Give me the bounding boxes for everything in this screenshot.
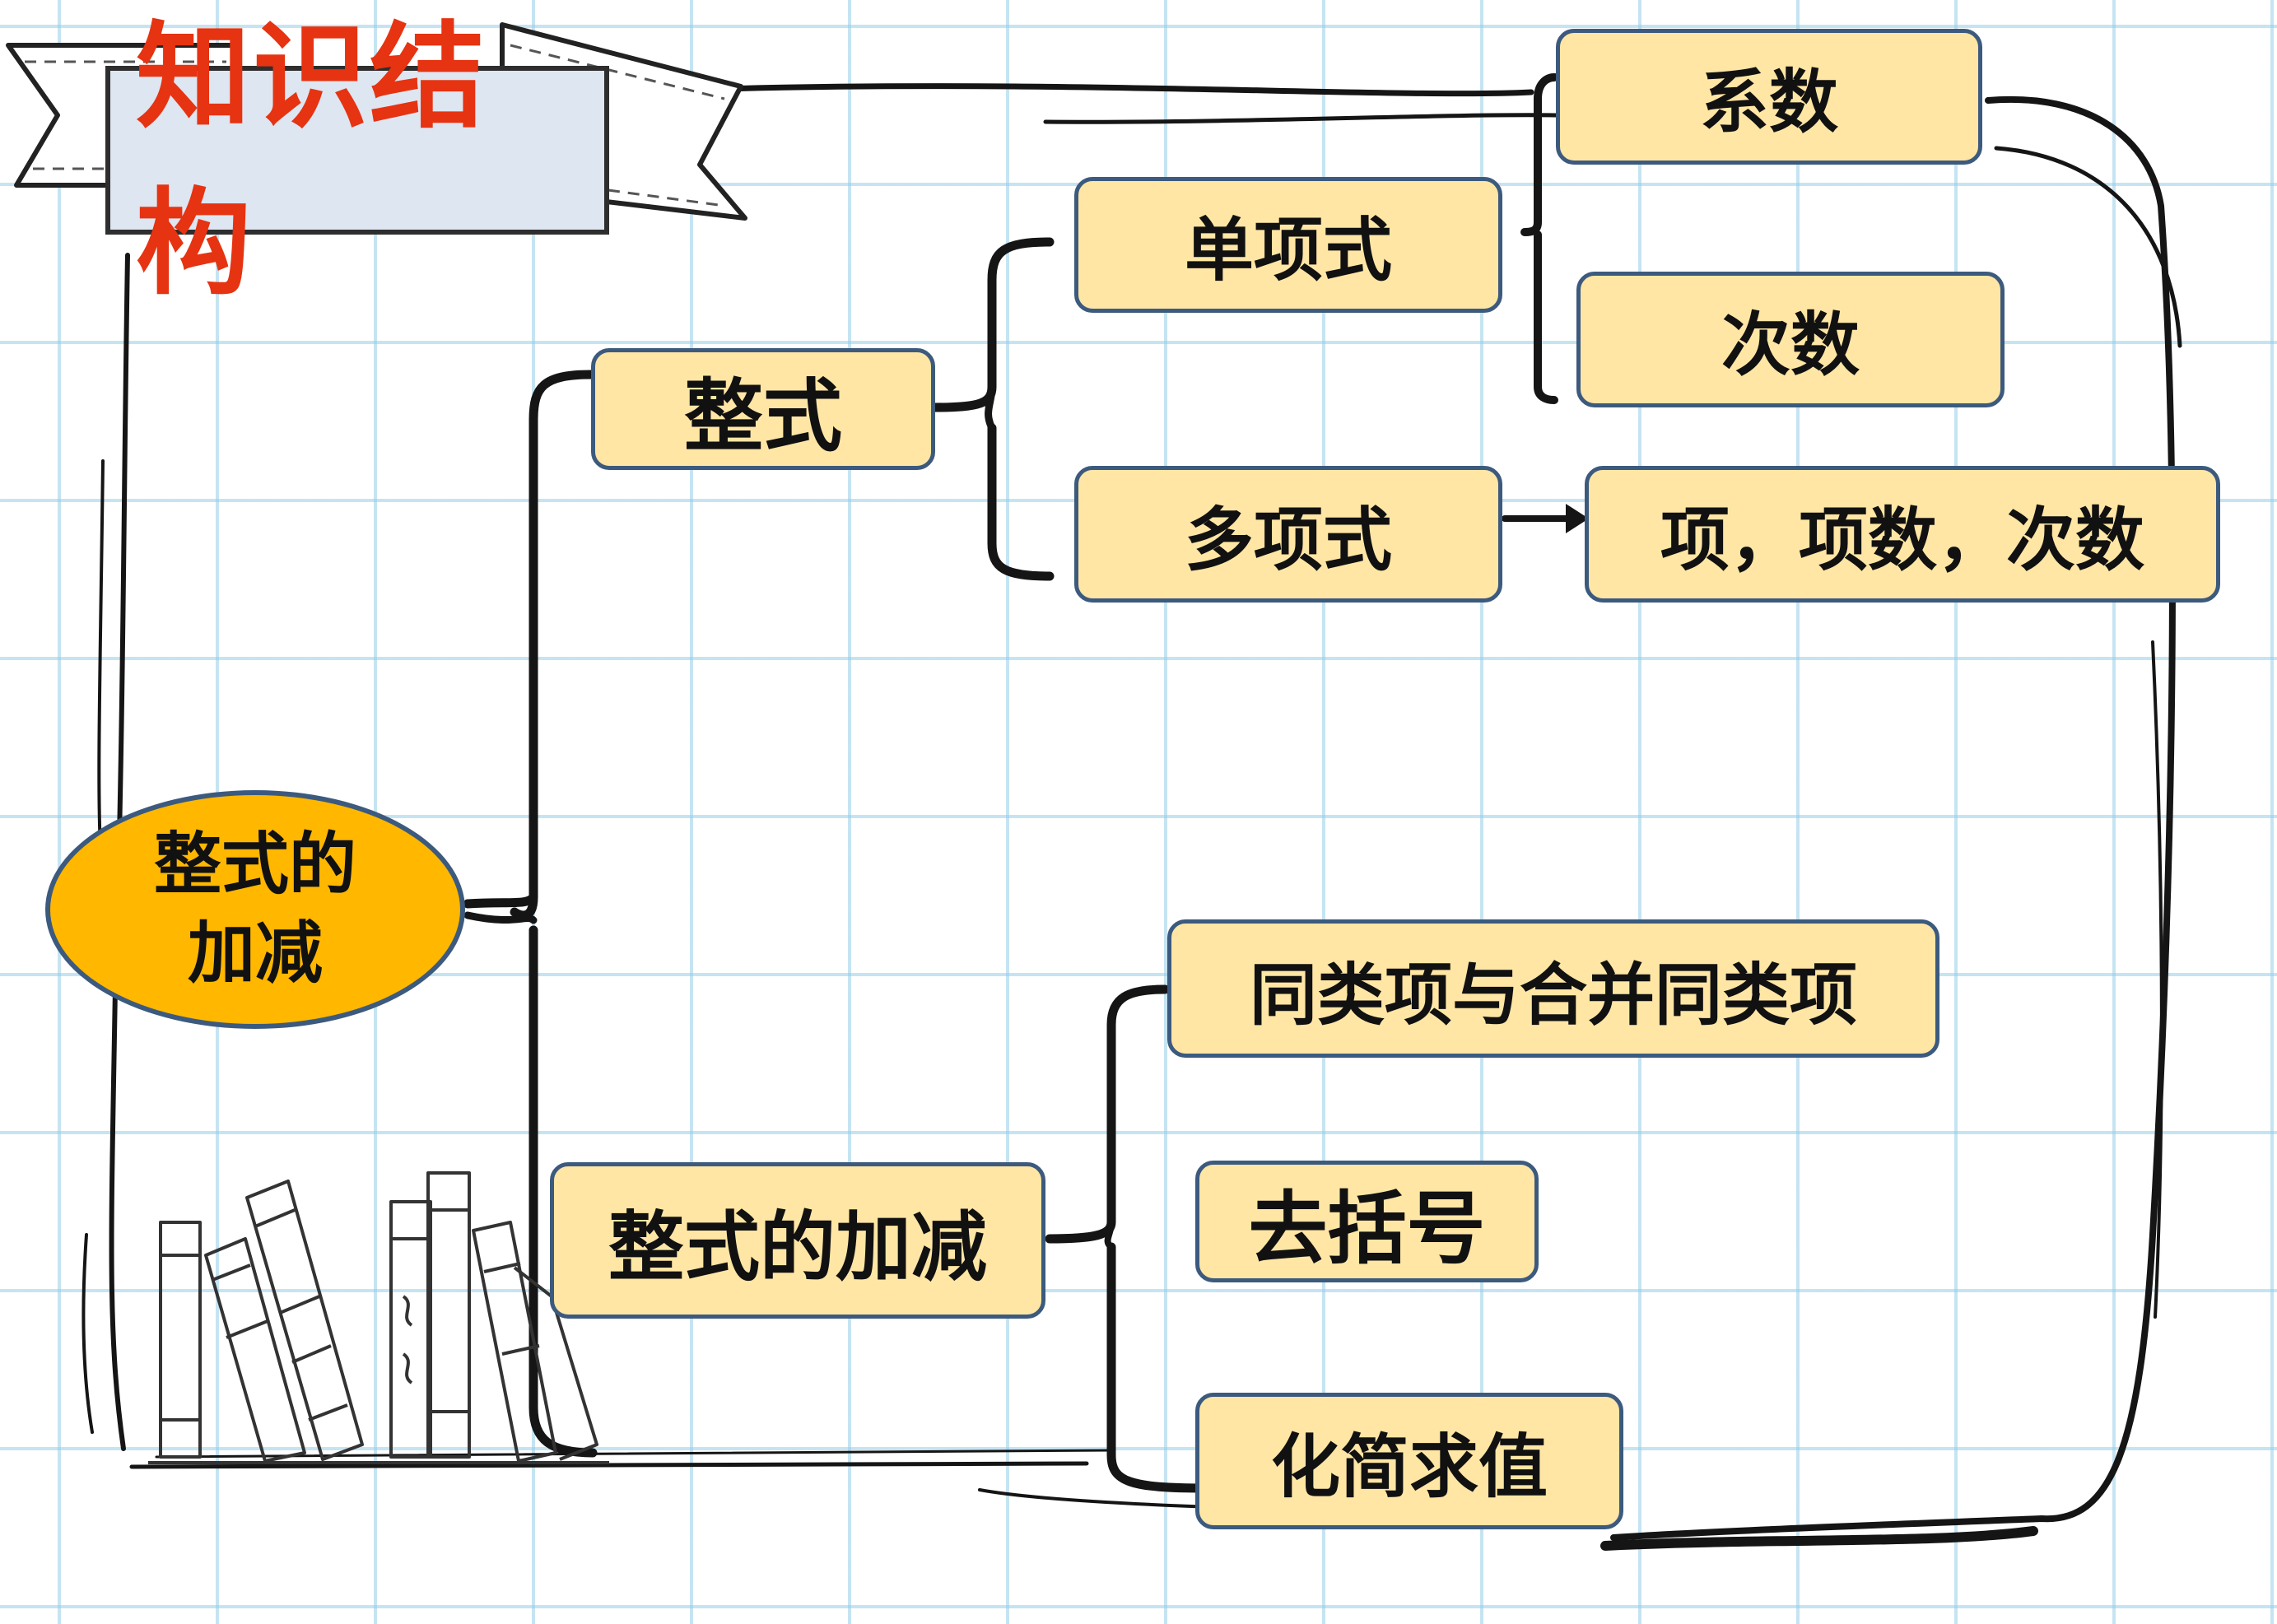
- node-quguohao-label: 去括号: [1248, 1182, 1486, 1275]
- node-danxiangshi[interactable]: 单项式: [1074, 177, 1502, 313]
- node-xishu-label: 系数: [1699, 62, 1838, 142]
- node-cishu-label: 次数: [1721, 305, 1860, 385]
- node-zhengshi-label: 整式: [684, 370, 842, 463]
- node-zhengshi-jiajian-label: 整式的加减: [608, 1203, 987, 1291]
- node-xiang-xiangshu-cishu[interactable]: 项，项数，次数: [1585, 466, 2220, 603]
- root-label-line1: 整式的: [153, 826, 356, 904]
- node-duoxiangshi[interactable]: 多项式: [1074, 466, 1502, 603]
- node-cishu[interactable]: 次数: [1576, 272, 2005, 407]
- books-illustration-icon: [148, 1171, 609, 1464]
- node-zhengshi[interactable]: 整式: [591, 348, 935, 470]
- node-duoxiangshi-label: 多项式: [1184, 499, 1392, 580]
- node-xishu[interactable]: 系数: [1556, 29, 1982, 165]
- root-label-line2: 加减: [187, 914, 323, 993]
- root-node[interactable]: 整式的 加减: [45, 790, 465, 1029]
- title-banner: [105, 66, 609, 235]
- page-title: 知识结构: [136, 10, 487, 311]
- node-tongleixiang[interactable]: 同类项与合并同类项: [1167, 919, 1939, 1058]
- node-tongleixiang-label: 同类项与合并同类项: [1249, 956, 1857, 1035]
- node-danxiangshi-label: 单项式: [1184, 210, 1392, 291]
- node-xiang-xiangshu-cishu-label: 项，项数，次数: [1660, 499, 2144, 580]
- node-zhengshi-jiajian[interactable]: 整式的加减: [550, 1162, 1045, 1319]
- node-huajianqiuzhi-label: 化简求值: [1270, 1426, 1548, 1507]
- node-huajianqiuzhi[interactable]: 化简求值: [1195, 1393, 1623, 1529]
- node-quguohao[interactable]: 去括号: [1195, 1161, 1539, 1282]
